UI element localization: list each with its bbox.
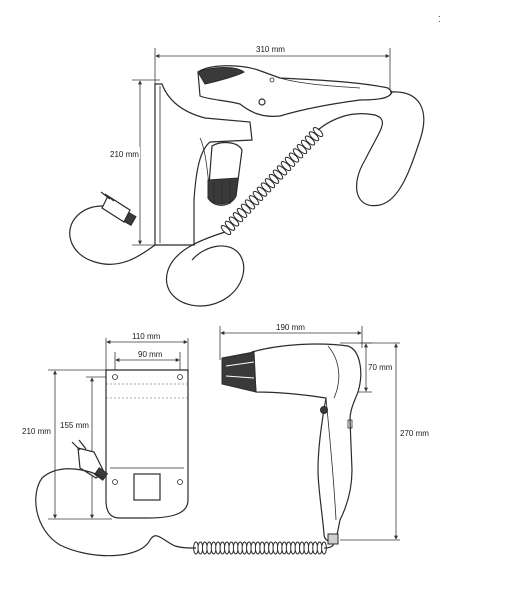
cord-coil-loop xyxy=(272,169,284,180)
cord-coil-loop xyxy=(236,207,248,218)
cord-coil-loop xyxy=(296,144,308,155)
dim-dryer-width: 190 mm xyxy=(276,323,305,332)
dim-dryer-height: 270 mm xyxy=(400,429,429,438)
front-switch xyxy=(133,473,161,501)
cord-coil-loop xyxy=(276,165,288,176)
cord-coil-loop xyxy=(240,203,252,214)
dim-side-width: 310 mm xyxy=(256,45,285,54)
dim-front-hole-height: 155 mm xyxy=(60,421,89,430)
cord-coil-loop xyxy=(280,161,292,172)
front-cord xyxy=(35,468,176,557)
wall-holder xyxy=(154,83,253,246)
cord-coil-loop xyxy=(260,182,272,193)
cord-coil-loop xyxy=(284,156,296,167)
side-plug xyxy=(100,191,137,227)
front-view: 110 mm 90 mm 210 mm 155 mm xyxy=(20,332,189,557)
cord-coil-loop xyxy=(232,212,244,223)
dryer-body xyxy=(251,343,362,543)
side-plug-cord xyxy=(69,205,156,265)
corner-mark: ⁚ xyxy=(438,15,441,24)
cord-coil-loop xyxy=(248,195,260,206)
side-coiled-cord xyxy=(220,126,324,236)
cord-coil-loop xyxy=(252,190,264,201)
side-view: 310 mm 210 mm xyxy=(69,45,425,307)
front-holder xyxy=(105,369,189,519)
cord-coil-loop xyxy=(288,152,300,163)
cord-coil-loop xyxy=(228,216,240,227)
dim-front-height: 210 mm xyxy=(22,427,51,436)
cord-coil-loop xyxy=(308,131,320,142)
cord-coil-loop xyxy=(256,186,268,197)
dryer-nozzle xyxy=(221,351,257,393)
dim-dryer-nozzle: 70 mm xyxy=(368,363,393,372)
dryer-button xyxy=(320,406,328,414)
cord-coil-loop xyxy=(244,199,256,210)
dim-front-width: 110 mm xyxy=(132,332,161,341)
bottom-coiled-cord xyxy=(174,541,334,555)
side-cord-lower xyxy=(165,231,245,307)
cord-coil-loop xyxy=(264,178,276,189)
cord-coil-loop xyxy=(304,135,316,146)
side-cord-right xyxy=(317,91,425,207)
cord-coil-loop xyxy=(312,126,324,138)
dim-front-hole-spacing: 90 mm xyxy=(138,350,163,359)
cord-coil-loop xyxy=(224,220,236,231)
cord-connector xyxy=(174,543,334,549)
cord-coil-loop xyxy=(300,139,312,150)
dryer-view: 190 mm 70 mm 270 mm xyxy=(219,323,429,545)
cord-coil-loop xyxy=(292,148,304,159)
cord-coil-loop xyxy=(268,173,280,184)
dim-side-height: 210 mm xyxy=(110,150,139,159)
front-plug xyxy=(71,439,109,481)
